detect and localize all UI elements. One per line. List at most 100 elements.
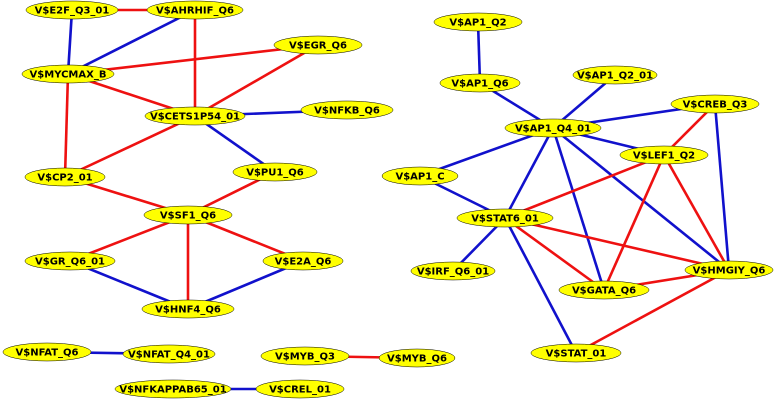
node-ap1-q4-01[interactable]: V$AP1_Q4_01 [504,118,602,138]
node-ellipse-myb-q6[interactable] [378,348,456,368]
node-label-e2f-q3-01: V$E2F_Q3_01 [35,6,110,17]
node-ellipse-nfat-q4-01[interactable] [122,344,216,364]
node-ellipse-lef1-q2[interactable] [619,145,709,165]
node-nfkb-q6[interactable]: V$NFKB_Q6 [300,100,394,120]
node-ellipse-ahrhif-q6[interactable] [146,0,244,20]
node-irf-q6-01[interactable]: V$IRF_Q6_01 [410,261,496,281]
edge-egr-q6-to-mycmax-b [67,43,319,76]
node-ellipse-creb-q3[interactable] [670,94,760,114]
edge-lef1-q2-to-stat6-01 [504,153,665,220]
edge-ahrhif-q6-to-mycmax-b [67,8,196,76]
edge-hmgiy-q6-to-stat-01 [575,268,730,355]
node-label-stat6-01: V$STAT6_01 [471,214,539,225]
node-ellipse-cets1p54-01[interactable] [144,106,246,126]
node-ellipse-cp2-01[interactable] [24,167,106,187]
node-crel-01[interactable]: V$CREL_01 [255,379,345,399]
node-stat6-01[interactable]: V$STAT6_01 [456,208,554,228]
node-ellipse-nfkb-q6[interactable] [300,100,394,120]
node-ellipse-e2f-q3-01[interactable] [25,0,119,20]
node-gr-q6-01[interactable]: V$GR_Q6_01 [24,251,116,271]
node-label-hmgiy-q6: V$HMGIY_Q6 [693,266,766,277]
node-label-egr-q6: V$EGR_Q6 [289,41,347,52]
node-label-pu1-q6: V$PU1_Q6 [246,168,304,179]
node-label-mycmax-b: V$MYCMAX_B [30,70,107,81]
node-ellipse-sf1-q6[interactable] [143,205,233,225]
edge-mycmax-b-to-cp2-01 [63,73,70,178]
node-ellipse-gata-q6[interactable] [558,280,650,300]
node-nfat-q4-01[interactable]: V$NFAT_Q4_01 [122,344,216,364]
node-ellipse-e2a-q6[interactable] [262,251,344,271]
node-ellipse-pu1-q6[interactable] [232,162,318,182]
node-lef1-q2[interactable]: V$LEF1_Q2 [619,145,709,165]
node-ellipse-gr-q6-01[interactable] [24,251,116,271]
node-ellipse-irf-q6-01[interactable] [410,261,496,281]
node-myb-q6[interactable]: V$MYB_Q6 [378,348,456,368]
node-label-cp2-01: V$CP2_01 [37,173,92,184]
node-label-gata-q6: V$GATA_Q6 [572,286,636,297]
node-ellipse-ap1-q4-01[interactable] [504,118,602,138]
node-label-nfat-q4-01: V$NFAT_Q4_01 [128,350,210,361]
node-e2f-q3-01[interactable]: V$E2F_Q3_01 [25,0,119,20]
node-ap1-q6[interactable]: V$AP1_Q6 [439,73,521,93]
node-myb-q3[interactable]: V$MYB_Q3 [260,346,350,366]
node-ellipse-myb-q3[interactable] [260,346,350,366]
node-label-nfkappab65-01: V$NFKAPPAB65_01 [119,385,226,396]
node-creb-q3[interactable]: V$CREB_Q3 [670,94,760,114]
edge-stat6-01-to-stat-01 [503,217,578,354]
node-cets1p54-01[interactable]: V$CETS1P54_01 [144,106,246,126]
node-label-nfat-q6: V$NFAT_Q6 [16,348,79,359]
edge-cets1p54-01-to-pu1-q6 [194,114,276,174]
edge-ap1-q4-01-to-stat6-01 [503,127,555,219]
node-egr-q6[interactable]: V$EGR_Q6 [273,35,363,55]
node-nfkappab65-01[interactable]: V$NFKAPPAB65_01 [114,379,232,399]
node-nfat-q6[interactable]: V$NFAT_Q6 [2,342,92,362]
node-mycmax-b[interactable]: V$MYCMAX_B [21,64,115,84]
edge-ap1-q4-01-to-gata-q6 [551,127,606,291]
node-e2a-q6[interactable]: V$E2A_Q6 [262,251,344,271]
node-ellipse-stat6-01[interactable] [456,208,554,228]
node-gata-q6[interactable]: V$GATA_Q6 [558,280,650,300]
node-label-ap1-c: V$AP1_C [395,172,444,183]
node-ellipse-ap1-c[interactable] [381,166,459,186]
edge-creb-q3-to-hmgiy-q6 [713,103,731,271]
edge-stat6-01-to-gata-q6 [504,216,605,292]
node-label-irf-q6-01: V$IRF_Q6_01 [417,267,489,278]
node-ap1-q2[interactable]: V$AP1_Q2 [433,12,523,32]
node-label-hnf4-q6: V$HNF4_Q6 [155,305,221,316]
node-pu1-q6[interactable]: V$PU1_Q6 [232,162,318,182]
node-stat-01[interactable]: V$STAT_01 [530,343,622,363]
node-label-myb-q6: V$MYB_Q6 [387,354,447,365]
node-ellipse-nfkappab65-01[interactable] [114,379,232,399]
node-label-gr-q6-01: V$GR_Q6_01 [35,257,105,268]
node-ellipse-egr-q6[interactable] [273,35,363,55]
node-ahrhif-q6[interactable]: V$AHRHIF_Q6 [146,0,244,20]
node-ap1-q2-01[interactable]: V$AP1_Q2_01 [572,65,658,85]
node-ellipse-ap1-q2-01[interactable] [572,65,658,85]
node-hmgiy-q6[interactable]: V$HMGIY_Q6 [684,260,774,280]
node-sf1-q6[interactable]: V$SF1_Q6 [143,205,233,225]
edge-stat6-01-to-hmgiy-q6 [504,216,730,272]
node-ap1-c[interactable]: V$AP1_C [381,166,459,186]
node-ellipse-stat-01[interactable] [530,343,622,363]
node-label-crel-01: V$CREL_01 [269,385,331,396]
node-label-lef1-q2: V$LEF1_Q2 [633,151,695,162]
node-ellipse-mycmax-b[interactable] [21,64,115,84]
node-ellipse-hmgiy-q6[interactable] [684,260,774,280]
edge-cets1p54-01-to-cp2-01 [64,114,196,179]
node-label-nfkb-q6: V$NFKB_Q6 [314,106,380,117]
node-label-cets1p54-01: V$CETS1P54_01 [150,112,240,123]
node-ellipse-nfat-q6[interactable] [2,342,92,362]
node-ellipse-ap1-q2[interactable] [433,12,523,32]
node-hnf4-q6[interactable]: V$HNF4_Q6 [141,299,235,319]
node-ellipse-ap1-q6[interactable] [439,73,521,93]
node-ellipse-crel-01[interactable] [255,379,345,399]
node-label-myb-q3: V$MYB_Q3 [275,352,335,363]
node-cp2-01[interactable]: V$CP2_01 [24,167,106,187]
node-label-ap1-q2-01: V$AP1_Q2_01 [577,71,653,82]
edge-ap1-q2-to-ap1-q6 [476,21,482,84]
node-label-sf1-q6: V$SF1_Q6 [160,211,216,222]
node-ellipse-hnf4-q6[interactable] [141,299,235,319]
edge-egr-q6-to-cets1p54-01 [194,43,319,118]
